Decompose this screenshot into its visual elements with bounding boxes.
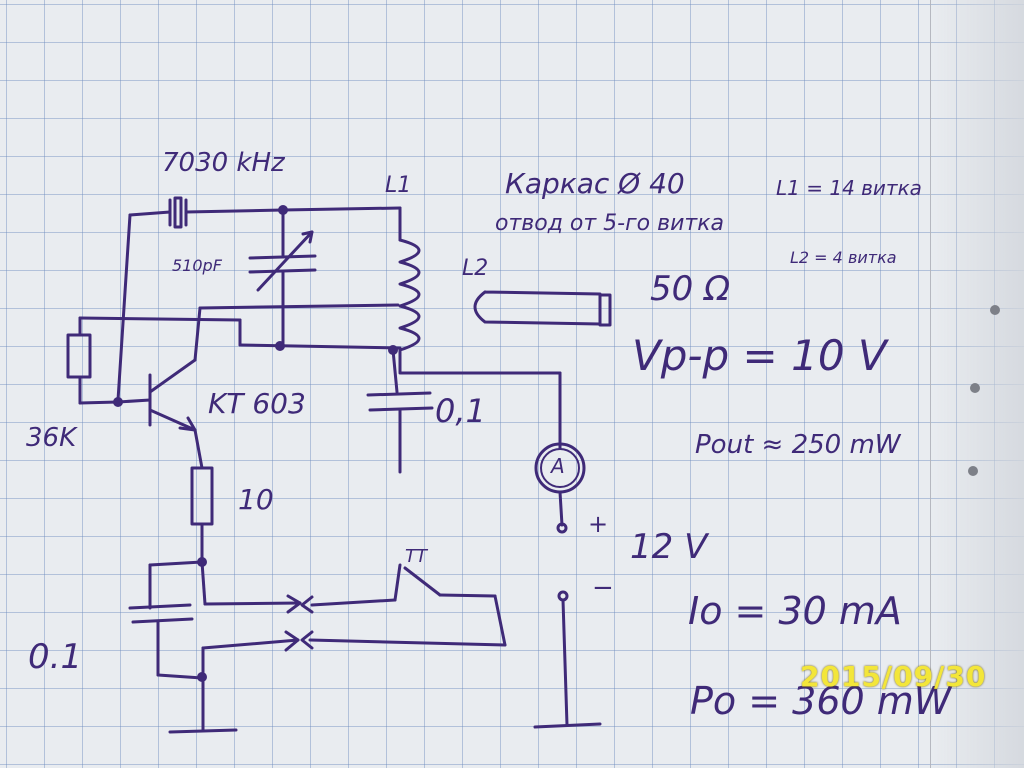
supply-voltage-label: 12 V [630,527,708,567]
plus-label: + [588,510,609,538]
note-l1-turns: L1 = 14 витка [776,176,922,200]
note-l2-turns: L2 = 4 витка [790,248,897,267]
variable-capacitor-symbol [248,208,317,347]
ground-symbol [533,722,602,729]
ground-symbol [168,728,238,734]
wire [200,560,207,606]
wire [203,601,302,606]
note-impedance: 50 Ω [650,269,731,309]
emitter-resistor-label: 10 [238,483,274,516]
plus-terminal [556,522,568,534]
emitter-resistor-symbol [190,428,214,567]
binding-hole [990,305,1000,315]
base-resistor-symbol [66,316,120,405]
emitter-capacitor-label: 0.1 [28,637,83,677]
note-io: Io = 30 mA [688,589,902,633]
ammeter-label: A [551,454,565,478]
capacitor-value-label: 510pF [172,256,222,275]
note-vpp: Vp-p = 10 V [632,331,887,380]
coil-l1-symbol [398,238,421,374]
key-label: TT [405,546,427,567]
emitter-capacitor-symbol [128,560,204,680]
key-switch-symbol [300,563,507,650]
note-tap: отвод от 5-го витка [495,211,724,236]
note-former: Каркас Ø 40 [505,167,685,200]
coil-l2-symbol [473,290,612,327]
crystal-frequency-label: 7030 kHz [162,148,285,178]
wire [561,598,569,727]
collector-capacitor-label: 0,1 [435,392,486,430]
wire [558,490,564,527]
wire [238,343,402,350]
coil-l2-label: L2 [462,256,489,281]
binding-hole [968,466,978,476]
date-stamp: 2015/09/30 [800,660,987,693]
note-pout: Pout ≈ 250 mW [695,430,901,460]
base-resistor-label: 36K [26,423,77,453]
binding-hole [970,383,980,393]
wire [193,306,202,362]
wire [78,316,242,322]
wire [116,213,132,402]
wire [281,206,402,212]
note-po: Po = 360 mW [690,679,952,723]
transistor-symbol [116,358,197,432]
wire [198,303,400,310]
minus-label: − [592,573,614,603]
wire [201,638,300,650]
coil-l1-label: L1 [385,173,412,198]
collector-capacitor-symbol [366,348,434,474]
transistor-label: KT 603 [208,387,306,420]
crystal-symbol [128,196,285,229]
